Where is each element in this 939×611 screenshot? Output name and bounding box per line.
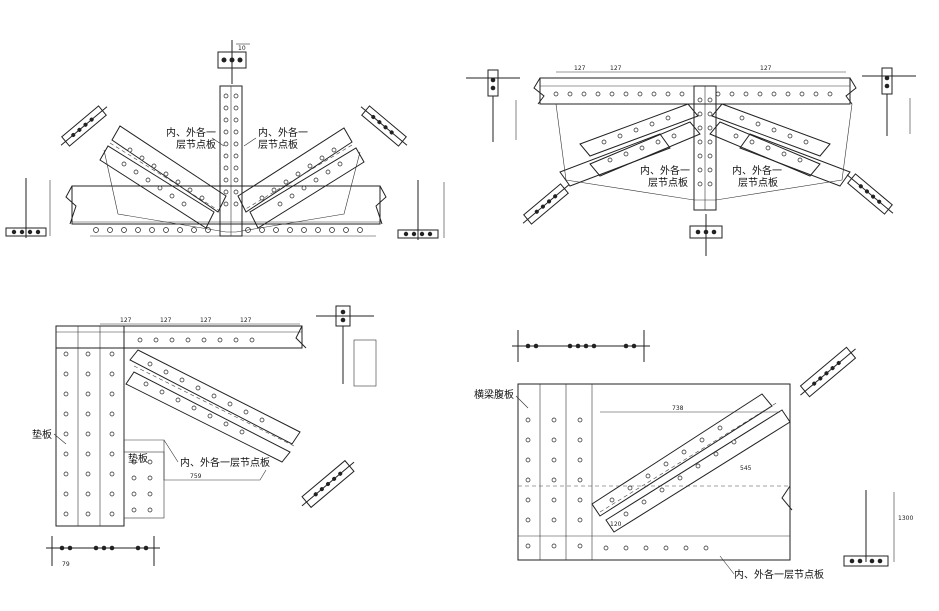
section-detail-tr-right [862,67,916,136]
diagonal-bolts-bl [143,361,265,435]
chord-bolts-br [603,545,709,551]
dim-127-c: 127 [760,65,772,72]
label-node-plate-tr-right-2: 层节点板 [738,176,778,189]
detail-top-left: 内、外各一 层节点板 内、外各一 层节点板 10 [5,40,445,240]
label-shim-plate-inner: 垫板 [128,452,148,465]
chord-bolt-row [93,227,363,233]
diagonal-bolts-tr [601,115,809,163]
dim-545: 545 [740,465,752,472]
dim-127-a: 127 [574,65,586,72]
detail-top-right: 127 127 127 内、外各一 层节点板 内、外各一 [466,65,916,256]
label-shim-plate: 垫板 [32,428,52,441]
section-detail-right [397,180,445,240]
section-detail-bl-rot [301,459,355,509]
dim-127-bl-d: 127 [240,317,252,324]
label-node-plate-br: 内、外各一层节点板 [734,568,824,581]
right-diagonal-bolts [259,147,343,207]
section-detail-bl-bottom: 79 [46,536,160,568]
top-chord-bolts [553,91,833,97]
post-bolts [223,93,239,207]
section-detail-rot-left [60,105,108,147]
label-node-plate-tr-left-2: 层节点板 [648,176,688,189]
detail-bottom-right: 横梁腹板 738 120 545 内、外各一层节点板 [474,330,913,581]
gusset-bolts-bl [131,459,153,513]
label-node-plate-tr-left-1: 内、外各一 [640,164,690,177]
dim-127-bl-c: 127 [200,317,212,324]
column-bolts-br [525,417,583,549]
chord-bolts-bl [137,337,255,343]
dim-759: 759 [190,473,202,480]
dim-79: 79 [62,561,70,568]
label-node-plate-left-2: 层节点板 [176,138,216,151]
dim-10: 10 [238,45,246,52]
dim-1300: 1300 [898,515,913,522]
label-node-plate-right-2: 层节点板 [258,138,298,151]
label-node-plate-tr-right-1: 内、外各一 [732,164,782,177]
section-detail-top: 10 [217,40,250,84]
dim-120: 120 [610,521,622,528]
top-chord [539,77,851,105]
section-detail-tr-bottom [689,214,723,256]
label-node-plate-left-1: 内、外各一 [166,126,216,139]
section-detail-rot-right [360,105,408,147]
dim-738: 738 [672,405,684,412]
section-detail-bl-top [316,305,377,387]
label-cross-frame-plate: 横梁腹板 [474,388,514,401]
label-node-plate-right-1: 内、外各一 [258,126,308,139]
label-node-plate-bl: 内、外各一层节点板 [180,456,270,469]
section-detail-tr-rot-right [846,173,894,215]
bottom-chord [71,185,381,225]
left-diagonal-bolts [121,147,205,207]
dim-127-b: 127 [610,65,622,72]
section-detail-tr-left [466,69,520,142]
detail-bottom-left: 127 127 127 127 [32,305,377,568]
column-bolts-bl [63,351,115,517]
dim-127-bl-b: 127 [160,317,172,324]
section-detail-br-top [512,330,650,362]
diagonal-bolts-br [609,425,737,517]
post-bolts-tr [697,97,713,187]
section-detail-left [5,178,51,238]
section-detail-tr-rot-left [522,183,570,225]
section-detail-br-rot [799,346,857,398]
dim-127-bl-a: 127 [120,317,132,324]
section-detail-br-right: 1300 [843,490,913,567]
